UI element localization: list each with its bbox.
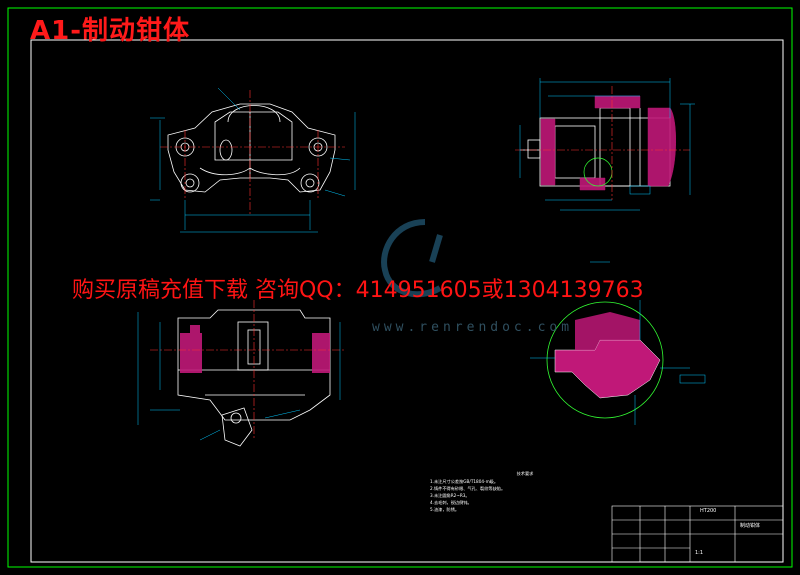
detail-view (546, 301, 664, 419)
title-block-scale: 1:1 (695, 550, 704, 556)
watermark-url: www.renrendoc.com (372, 320, 574, 335)
side-view-dimensions (137, 312, 341, 441)
outer-frame (7, 7, 793, 568)
technical-note-line: 3.未注圆角R2~R3。 (430, 493, 470, 498)
inner-frame (30, 39, 784, 563)
technical-notes-heading: 技术要求 (516, 471, 534, 476)
section-hatch (540, 95, 676, 191)
side-view-centerlines (150, 300, 345, 440)
logo-mark (381, 219, 443, 298)
detail-view-dimensions (530, 261, 706, 425)
side-view-hatch (180, 325, 330, 373)
title-block-part-name: 制动钳体 (740, 523, 761, 529)
front-view-dimensions (150, 87, 356, 233)
technical-note-line: 2.铸件不得有砂眼、气孔、裂纹等缺陷。 (430, 486, 506, 491)
drawing-title: A1-制动钳体 (30, 16, 191, 46)
front-view-centerlines (160, 90, 345, 215)
title-block-material: HT200 (700, 508, 717, 514)
technical-note-line: 5.油漆，防锈。 (430, 507, 460, 512)
technical-notes: 技术要求 1.未注尺寸公差按GB/T1804-m级。 2.铸件不得有砂眼、气孔、… (430, 470, 620, 513)
title-block (611, 505, 784, 563)
technical-note-line: 4.去毛刺，锐边倒钝。 (430, 500, 472, 505)
section-centerlines (515, 86, 690, 200)
section-dimensions (519, 78, 695, 211)
watermark-text: 购买原稿充值下载 咨询QQ：414951605或1304139763 (72, 278, 644, 303)
technical-note-line: 1.未注尺寸公差按GB/T1804-m级。 (430, 479, 499, 484)
